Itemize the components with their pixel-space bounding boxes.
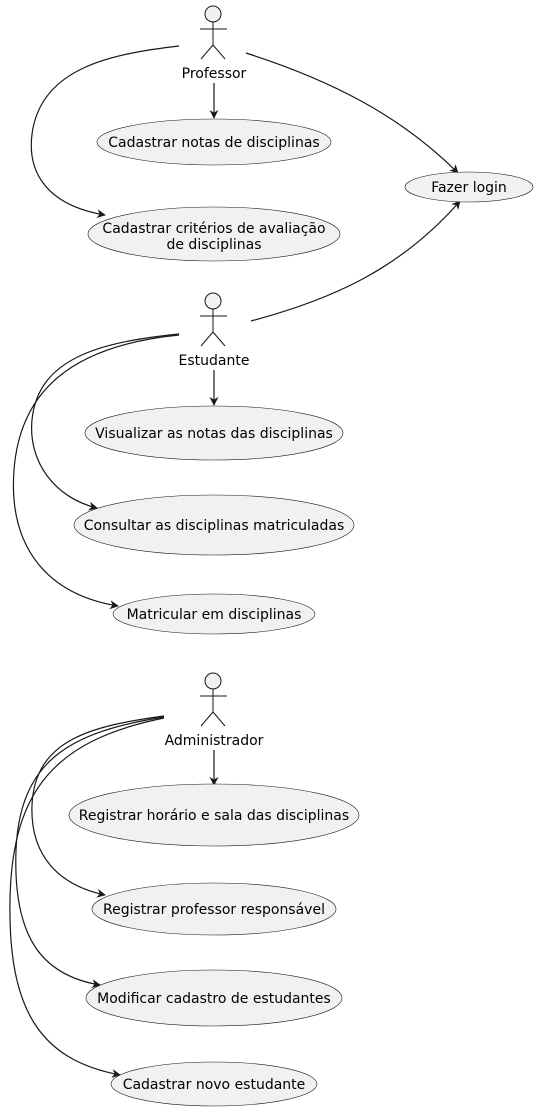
actor-estudante[interactable]: Estudante [179, 292, 250, 369]
use-case-label: Consultar as disciplinas matriculadas [84, 518, 345, 534]
use-case-fazer-login[interactable]: Fazer login [404, 171, 534, 203]
edge-professor-fazer-login [245, 52, 459, 174]
use-case-label: Cadastrar notas de disciplinas [108, 135, 319, 151]
use-case-modificar-cadastro[interactable]: Modificar cadastro de estudantes [85, 969, 343, 1027]
use-case-registrar-professor[interactable]: Registrar professor responsável [91, 882, 337, 936]
use-case-cadastrar-estudante[interactable]: Cadastrar novo estudante [110, 1061, 318, 1107]
edge-estudante-fazer-login [250, 200, 461, 322]
use-case-registrar-horario[interactable]: Registrar horário e sala das disciplinas [68, 783, 360, 847]
actor-head [204, 672, 222, 690]
edge-admin-modificar-cadastro [15, 716, 165, 989]
edge-admin-registrar-professor [31, 715, 165, 898]
actor-label-administrador: Administrador [165, 733, 264, 749]
use-case-label: Modificar cadastro de estudantes [97, 991, 331, 1007]
use-case-label: Fazer login [431, 180, 507, 196]
use-case-label-line2: de disciplinas [166, 237, 261, 253]
actor-label-professor: Professor [182, 66, 247, 82]
edge-admin-cadastrar-estudante [9, 717, 165, 1078]
use-case-matricular[interactable]: Matricular em disciplinas [112, 593, 316, 635]
use-case-label: Registrar professor responsável [103, 902, 325, 918]
use-case-consultar-disciplinas[interactable]: Consultar as disciplinas matriculadas [73, 494, 355, 556]
actor-head [204, 5, 222, 23]
associations [9, 45, 461, 1078]
use-case-cadastrar-notas[interactable]: Cadastrar notas de disciplinas [96, 118, 332, 166]
use-case-label: Matricular em disciplinas [127, 607, 302, 623]
edge-estudante-matricular [12, 334, 180, 610]
use-case-label: Cadastrar novo estudante [123, 1077, 306, 1093]
use-case-label: Registrar horário e sala das disciplinas [79, 808, 349, 824]
actor-administrador[interactable]: Administrador [165, 672, 264, 749]
actor-label-estudante: Estudante [179, 353, 250, 369]
use-case-label-line1: Cadastrar critérios de avaliação [102, 221, 325, 237]
use-case-visualizar-notas[interactable]: Visualizar as notas das disciplinas [84, 405, 344, 461]
actor-head [204, 292, 222, 310]
edge-estudante-consultar [31, 333, 180, 511]
edge-professor-cadastrar-criterios [30, 45, 180, 219]
use-case-label: Visualizar as notas das disciplinas [95, 426, 333, 442]
actor-professor[interactable]: Professor [182, 5, 247, 82]
use-case-cadastrar-criterios[interactable]: Cadastrar critérios de avaliação de disc… [87, 206, 341, 262]
